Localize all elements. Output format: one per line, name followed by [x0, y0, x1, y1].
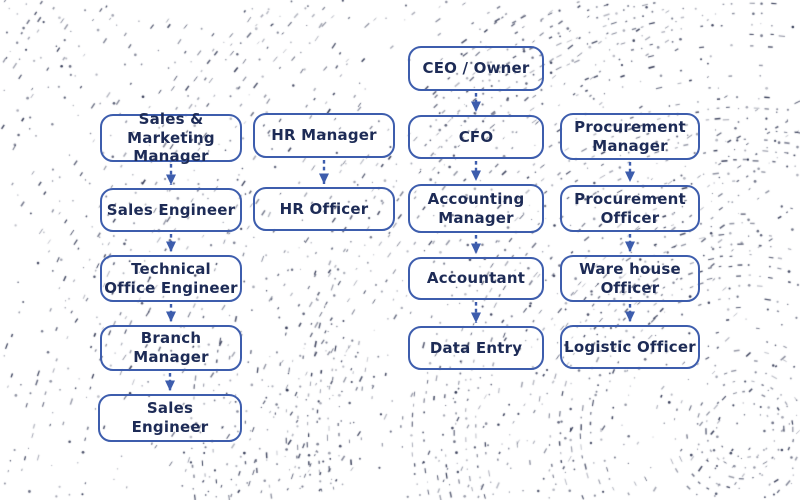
node-label: HR Manager [271, 126, 377, 145]
node-label: Branch Manager [133, 329, 209, 366]
node-logistic-officer: Logistic Officer [560, 325, 700, 369]
node-data-entry: Data Entry [408, 326, 544, 370]
node-label: HR Officer [279, 199, 369, 218]
node-label: Procurement Officer [574, 189, 686, 227]
node-sales-engineer-2: Sales Engineer [98, 394, 242, 442]
node-cfo: CFO [408, 115, 544, 159]
node-procurement-officer: Procurement Officer [560, 185, 700, 232]
node-accountant: Accountant [408, 257, 544, 300]
node-label: Logistic Officer [564, 337, 696, 356]
node-label: Technical Office Engineer [104, 259, 238, 297]
node-label: Accountant [426, 269, 526, 288]
node-sales-engineer: Sales Engineer [100, 188, 242, 232]
node-accounting-manager: Accounting Manager [408, 184, 544, 233]
node-label: CFO [458, 127, 494, 146]
node-label: CEO / Owner [422, 59, 530, 78]
node-hr-manager: HR Manager [253, 113, 395, 158]
node-warehouse-officer: Ware house Officer [560, 255, 700, 302]
node-branch-manager: Branch Manager [100, 325, 242, 371]
node-sales-marketing-manager: Sales & Marketing Manager [100, 110, 242, 165]
node-label: Data Entry [429, 338, 523, 357]
node-label: Ware house Officer [579, 259, 681, 297]
node-hr-officer: HR Officer [253, 187, 395, 231]
node-label: Procurement Manager [574, 117, 686, 155]
node-technical-office-engineer: Technical Office Engineer [100, 255, 242, 302]
node-ceo-owner: CEO / Owner [408, 46, 544, 91]
node-label: Sales & Marketing Manager [127, 109, 215, 166]
node-label: Accounting Manager [427, 189, 525, 227]
node-procurement-manager: Procurement Manager [560, 113, 700, 160]
node-label: Sales Engineer [131, 399, 209, 436]
node-label: Sales Engineer [106, 200, 236, 219]
